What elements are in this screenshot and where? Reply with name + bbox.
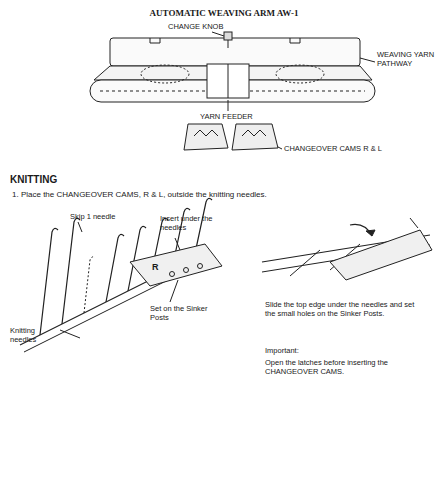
part-name: WEAVING YARN PATHWAY — [377, 50, 439, 69]
cam-letter: R — [152, 262, 159, 273]
page-title: AUTOMATIC WEAVING ARM AW-1 — [0, 8, 448, 19]
note-text: Slide the top edge under the needles and… — [265, 300, 425, 319]
section-heading: KNITTING — [10, 174, 57, 187]
part-name: YARN FEEDER — [200, 112, 253, 121]
instruction-step: 1. Place the CHANGEOVER CAMS, R & L, out… — [12, 190, 432, 200]
note-heading: Important: — [265, 346, 299, 355]
callout-text: Insert under the needles — [160, 214, 222, 233]
callout-text: Knitting needles — [10, 326, 60, 345]
callout-text: Skip 1 needle — [70, 212, 115, 221]
callout-text: Set on the Sinker Posts — [150, 304, 214, 323]
note-text: Open the latches before inserting the CH… — [265, 358, 415, 377]
part-name: CHANGEOVER CAMS R & L — [284, 144, 382, 153]
part-name: CHANGE KNOB — [168, 22, 223, 31]
